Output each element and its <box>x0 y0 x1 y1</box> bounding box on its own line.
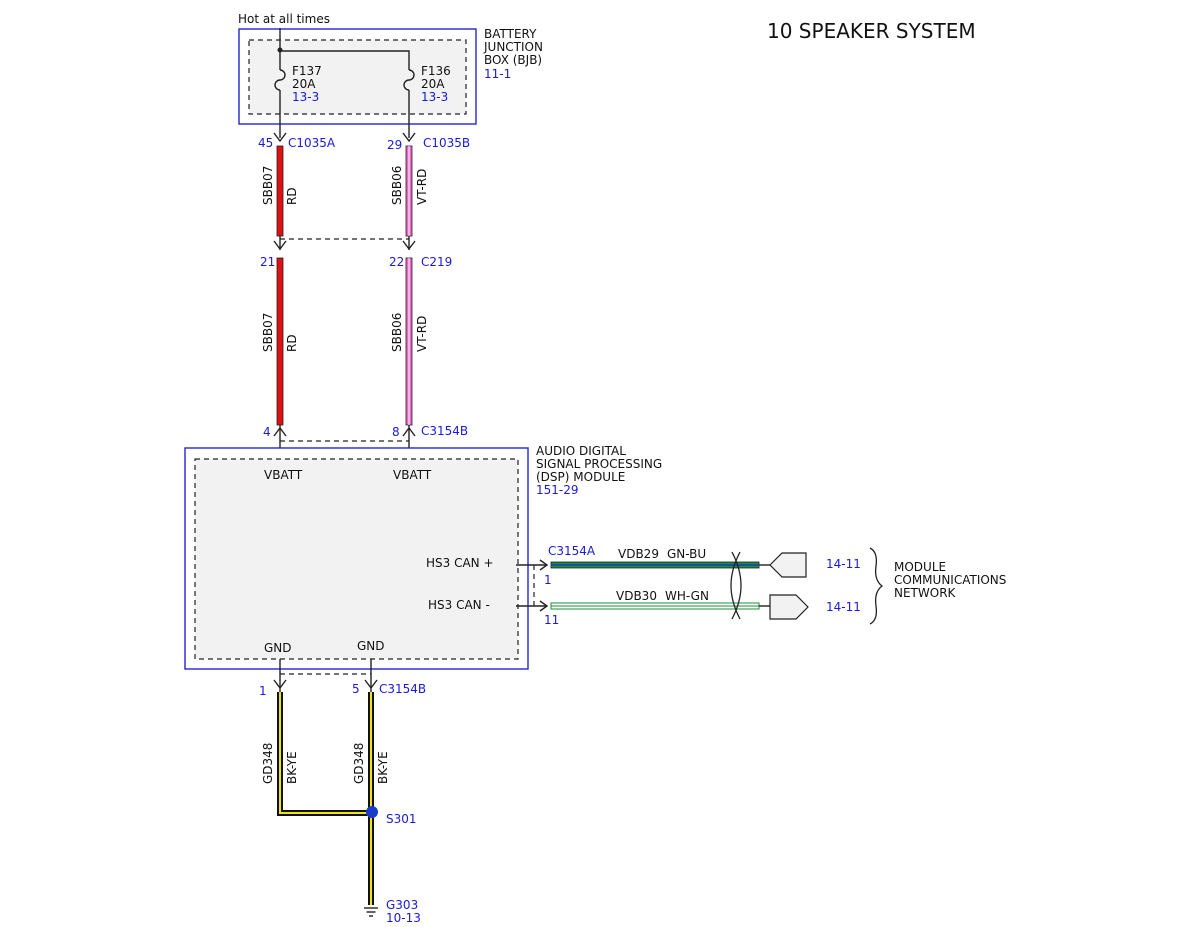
c1035b-pin-number: 29 <box>387 138 402 152</box>
wire-sbb06-color-1: VT-RD <box>415 169 429 205</box>
wire-sbb07-circuit-1: SBB07 <box>261 166 275 205</box>
wire-vdb29-color: GN-BU <box>667 547 706 561</box>
wire-gd348-left-stripe <box>279 692 371 814</box>
wire-gd348-color-right: BK-YE <box>376 751 390 784</box>
splice-s301-dot[interactable] <box>366 806 378 818</box>
fuse-f137-symbol[interactable] <box>274 69 286 91</box>
c1035b-label: C1035B <box>423 136 470 150</box>
c1035a-pin-number: 45 <box>258 136 273 150</box>
network-flag-minus[interactable] <box>769 594 809 620</box>
twisted-pair-symbol-left <box>731 551 742 620</box>
bjb-name-line-2: JUNCTION <box>483 40 543 54</box>
wire-gd348-circuit-right: GD348 <box>352 743 366 784</box>
wire-sbb07-color-1: RD <box>285 187 299 205</box>
c3154a-pin-1: 1 <box>544 573 552 587</box>
splice-s301-label: S301 <box>386 812 417 826</box>
dsp-module-name-line-1: AUDIO DIGITAL <box>536 444 626 458</box>
module-pin-hs3-can-plus: HS3 CAN + <box>426 556 494 570</box>
bjb-name-line-3: BOX (BJB) <box>484 53 542 67</box>
c219-pin-21-chevron[interactable] <box>273 240 287 251</box>
battery-junction-box[interactable] <box>238 28 477 125</box>
c3154b-top-label: C3154B <box>421 424 468 438</box>
wire-sbb07-segment-1[interactable] <box>276 145 284 237</box>
module-pin-vbatt-left: VBATT <box>264 468 303 482</box>
c3154b-pin-8: 8 <box>392 425 400 439</box>
wire-gd348-left[interactable] <box>277 692 371 816</box>
wire-sbb06-circuit-1: SBB06 <box>390 166 404 205</box>
module-pin-gnd-left: GND <box>264 641 292 655</box>
dsp-module-inner-border <box>194 458 519 660</box>
c3154b-bottom-pin-5: 5 <box>352 682 360 696</box>
network-ref-plus: 14-11 <box>826 557 861 571</box>
bjb-name-line-1: BATTERY <box>484 27 537 41</box>
network-name-line-1: MODULE <box>894 560 946 574</box>
network-flag-plus[interactable] <box>769 552 807 578</box>
wire-vdb30-circuit: VDB30 <box>616 589 657 603</box>
c219-pin-22: 22 <box>389 255 404 269</box>
fuse-f136-id: F136 <box>421 64 451 78</box>
c1035a-label: C1035A <box>288 136 336 150</box>
network-name-line-3: NETWORK <box>894 586 957 600</box>
wire-sbb07-segment-2[interactable] <box>276 257 284 426</box>
c3154b-pin-1-chevron[interactable] <box>273 679 287 690</box>
network-name-line-2: COMMUNICATIONS <box>894 573 1006 587</box>
supply-bus-wire <box>280 50 410 70</box>
c3154b-pin-5-chevron[interactable] <box>364 679 378 690</box>
dsp-module-name-line-2: SIGNAL PROCESSING <box>536 457 662 471</box>
c3154a-label: C3154A <box>548 544 596 558</box>
c1035a-pin-chevron[interactable] <box>273 132 287 143</box>
ground-g303-ref: 10-13 <box>386 911 421 925</box>
network-brace <box>869 547 884 625</box>
c3154a-pin-1-chevron[interactable] <box>539 559 549 571</box>
supply-label: Hot at all times <box>238 12 330 26</box>
wire-sbb06-circuit-2: SBB06 <box>390 313 404 352</box>
wire-sbb07-circuit-2: SBB07 <box>261 313 275 352</box>
fuse-f137-rating: 20A <box>292 77 316 91</box>
supply-junction-dot <box>277 47 283 53</box>
wire-sbb07-color-2: RD <box>285 334 299 352</box>
fuse-f136-symbol[interactable] <box>403 69 415 91</box>
wire-vdb29-circuit: VDB29 <box>618 547 659 561</box>
fuse-f137-ref: 13-3 <box>292 90 319 104</box>
fuse-f137-id: F137 <box>292 64 322 78</box>
ground-symbol[interactable] <box>364 907 378 917</box>
bjb-ref: 11-1 <box>484 67 511 81</box>
fuse-f136-rating: 20A <box>421 77 445 91</box>
c3154b-bottom-label: C3154B <box>379 682 426 696</box>
c219-pin-21: 21 <box>260 255 275 269</box>
c219-pin-22-chevron[interactable] <box>402 240 416 251</box>
dsp-module-ref: 151-29 <box>536 483 579 497</box>
dsp-module[interactable] <box>184 447 529 670</box>
module-pin-gnd-right: GND <box>357 639 385 653</box>
c3154a-pin-11-chevron[interactable] <box>539 600 549 612</box>
dsp-module-name-line-3: (DSP) MODULE <box>536 470 625 484</box>
c3154b-pin-4: 4 <box>263 425 271 439</box>
fuse-f136-ref: 13-3 <box>421 90 448 104</box>
ground-g303-label: G303 <box>386 898 418 912</box>
c1035b-pin-chevron[interactable] <box>402 132 416 143</box>
module-pin-hs3-can-minus: HS3 CAN - <box>428 598 490 612</box>
wire-vdb30-color: WH-GN <box>665 589 709 603</box>
page-title: 10 SPEAKER SYSTEM <box>767 19 976 43</box>
network-ref-minus: 14-11 <box>826 600 861 614</box>
wire-gd348-color-left: BK-YE <box>285 751 299 784</box>
c3154a-pin-11: 11 <box>544 613 559 627</box>
module-pin-vbatt-right: VBATT <box>393 468 432 482</box>
c219-label: C219 <box>421 255 452 269</box>
wire-gd348-circuit-left: GD348 <box>261 743 275 784</box>
c3154b-bottom-pin-1: 1 <box>259 684 267 698</box>
wire-sbb06-color-2: VT-RD <box>415 316 429 352</box>
twisted-pair-symbol-right <box>730 551 741 620</box>
